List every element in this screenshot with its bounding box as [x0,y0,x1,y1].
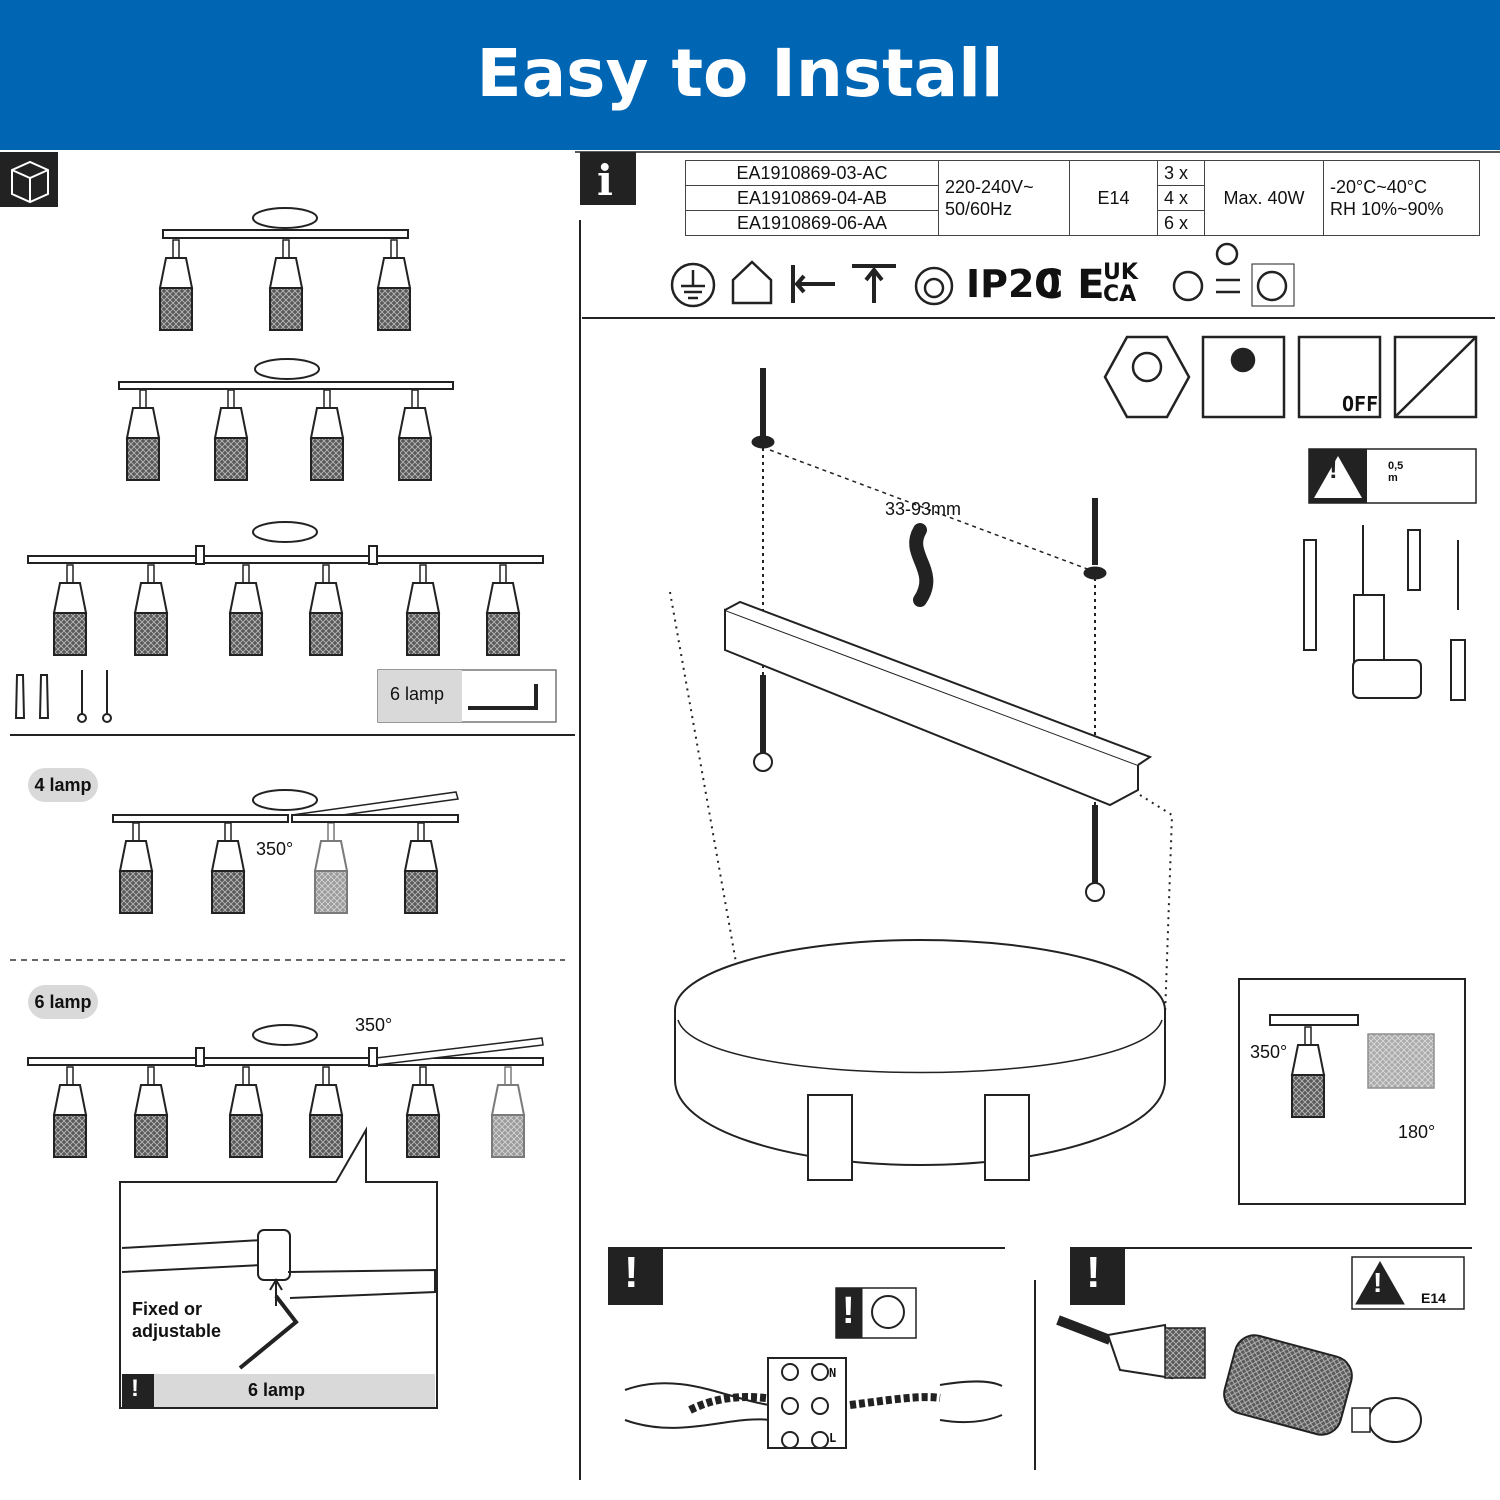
package-hardware [14,670,112,723]
voltage-line2: 50/60Hz [945,199,1013,219]
bulb-warning-glyph: ! [1086,1248,1101,1297]
mounting-diagram [669,368,1174,1181]
info-icon [580,152,636,205]
rotate-6-lamp [27,1024,544,1158]
fixture-4-lamp [118,358,454,481]
allen-key-label: 6 lamp [390,684,445,704]
count-1: 3 x [1157,160,1205,186]
box-icon [11,160,49,204]
earth-warning-glyph: ! [842,1290,855,1332]
max-power: Max. 40W [1204,160,1324,236]
header-banner [0,0,1500,150]
terminal-l: L [829,1431,837,1445]
env-cell: -20°C~40°C RH 10%~90% [1323,160,1480,236]
power-off-label: OFF [1342,392,1379,416]
fixture-3-lamp [159,207,411,331]
humidity-range: RH 10%~90% [1330,199,1444,219]
variant-6-lamp-label: 6 lamp [28,985,98,1019]
tools [1303,525,1466,701]
detail-warning-icon: ! [131,1375,139,1402]
tilt-angle: 180° [1398,1122,1436,1142]
voltage-line1: 220-240V~ [945,177,1034,197]
ukca-mark: UK CA [1103,260,1138,307]
info-glyph: i [597,156,613,205]
bulb-type-label: E14 [1421,1290,1446,1306]
bulb-assembly [1056,1256,1465,1443]
distance-warning-glyph: ! [1329,454,1338,484]
warning-icon-left [608,1248,663,1305]
wiring-warning-glyph: ! [624,1248,639,1297]
temperature-range: -20°C~40°C [1330,177,1427,197]
variant-4-lamp-label: 4 lamp [28,768,98,802]
model-2: EA1910869-04-AB [685,185,939,211]
warning-icon-right [1070,1248,1125,1305]
terminal-n: N [829,1366,837,1380]
variant-4-rotation: 350° [256,839,294,859]
wiring-terminal [624,1287,1003,1449]
model-3: EA1910869-06-AA [685,210,939,236]
anchor-spacing: 33-93mm [885,499,962,519]
symbols-row [670,242,1295,308]
safety-icons [1103,335,1478,419]
detail-bar-label: 6 lamp [248,1380,306,1400]
voltage-cell: 220-240V~ 50/60Hz [938,160,1070,236]
swivel-box [1238,978,1466,1205]
swivel-angle: 350° [1250,1042,1288,1062]
count-3: 6 x [1157,210,1205,236]
page-title: Easy to Install [476,35,1004,112]
socket-type: E14 [1069,160,1158,236]
count-2: 4 x [1157,185,1205,211]
model-1: EA1910869-03-AC [685,160,939,186]
triangle-warning-glyph: ! [1373,1267,1383,1298]
detail-callout [119,1126,438,1409]
spec-table: EA1910869-03-AC 220-240V~ 50/60Hz E14 3 … [685,160,1480,236]
detail-note: Fixed or adjustable [132,1299,222,1341]
ip-rating: IP20 [966,262,1061,306]
fixture-6-lamp [27,521,544,656]
variant-6-rotation: 350° [355,1015,393,1035]
rotate-4-lamp [112,789,459,914]
ce-mark: C E [1034,262,1105,308]
distance-label: 0,5 m [1388,460,1404,484]
